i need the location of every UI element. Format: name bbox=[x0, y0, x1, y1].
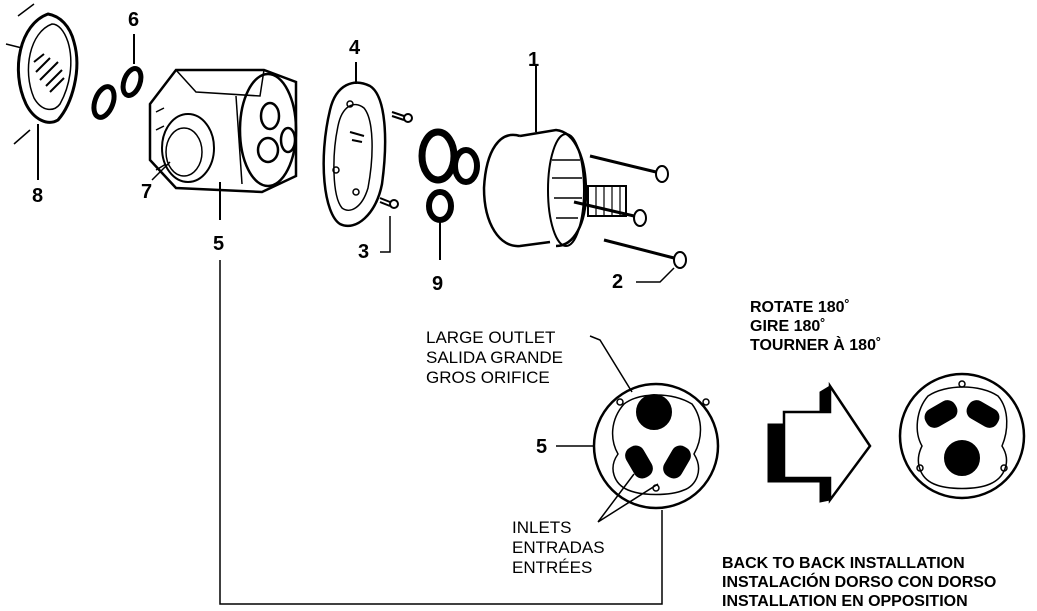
large-outlet-es: SALIDA GRANDE bbox=[426, 348, 563, 367]
installation-label: BACK TO BACK INSTALLATION INSTALACIÓN DO… bbox=[722, 554, 1037, 611]
rotate-es: GIRE 180˚ bbox=[750, 318, 826, 335]
cartridge-housing-part-5 bbox=[148, 68, 298, 220]
inlets-es: ENTRADAS bbox=[512, 538, 605, 557]
small-screws-part-3 bbox=[379, 111, 413, 253]
part-number-3: 3 bbox=[358, 241, 370, 263]
installation-fr: INSTALLATION EN OPPOSITION bbox=[722, 593, 968, 610]
part-number-4: 4 bbox=[349, 37, 361, 59]
cartridge-face-detail bbox=[556, 335, 720, 523]
inlets-label: INLETS ENTRADAS ENTRÉES bbox=[512, 518, 605, 578]
installation-en: BACK TO BACK INSTALLATION bbox=[722, 555, 965, 572]
leader-line-5 bbox=[219, 260, 663, 605]
large-outlet-en: LARGE OUTLET bbox=[426, 328, 556, 347]
o-rings-part-6 bbox=[91, 34, 144, 120]
large-outlet-label: LARGE OUTLET SALIDA GRANDE GROS ORIFICE bbox=[426, 328, 563, 388]
cartridge-face-rotated bbox=[898, 372, 1026, 500]
part-number-2: 2 bbox=[612, 271, 624, 293]
part-number-5-detail: 5 bbox=[536, 436, 548, 458]
part-number-9: 9 bbox=[432, 273, 444, 295]
rotate-en: ROTATE 180˚ bbox=[750, 299, 850, 316]
installation-es: INSTALACIÓN DORSO CON DORSO bbox=[722, 574, 997, 591]
retaining-ring-part-8 bbox=[5, 3, 79, 180]
seals-part-9 bbox=[418, 128, 480, 260]
rotate-fr: TOURNER À 180˚ bbox=[750, 337, 882, 354]
mounting-plate-part-4 bbox=[322, 62, 387, 227]
large-outlet-fr: GROS ORIFICE bbox=[426, 368, 550, 387]
valve-body-part-1 bbox=[482, 64, 627, 248]
part-number-5: 5 bbox=[213, 233, 225, 255]
part-number-6: 6 bbox=[128, 9, 140, 31]
part-number-7: 7 bbox=[141, 181, 153, 203]
rotate-arrow bbox=[767, 381, 872, 504]
part-number-1: 1 bbox=[528, 49, 540, 71]
inlets-en: INLETS bbox=[512, 518, 572, 537]
inlets-fr: ENTRÉES bbox=[512, 558, 593, 577]
rotate-label: ROTATE 180˚ GIRE 180˚ TOURNER À 180˚ bbox=[750, 298, 881, 355]
part-number-8: 8 bbox=[32, 185, 44, 207]
long-screws-part-2 bbox=[573, 154, 687, 283]
